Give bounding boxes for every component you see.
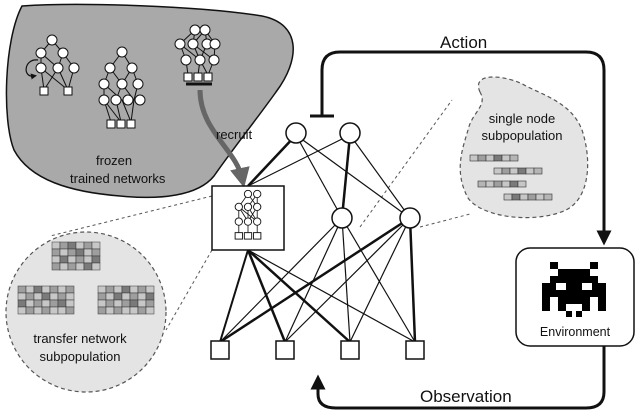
transfer-label-line1: transfer network [33, 331, 127, 346]
output-node [339, 122, 361, 144]
action-loop-line [320, 50, 612, 246]
frozen-label-line1: frozen [96, 153, 132, 168]
observation-label: Observation [420, 387, 512, 406]
transfer-network-subpopulation-region [5, 231, 167, 393]
environment-label: Environment [540, 325, 611, 339]
output-node [285, 122, 307, 144]
frozen-networks-region [5, 3, 294, 199]
single-node-label-line1: single node [489, 111, 556, 126]
input-node [340, 340, 360, 360]
frozen-network-2 [98, 46, 146, 129]
action-label: Action [440, 33, 487, 52]
hidden-node [331, 207, 353, 229]
frozen-label-line2: trained networks [70, 171, 166, 186]
main-network-edges [219, 134, 417, 344]
input-node [405, 340, 425, 360]
recruit-label: recruit [216, 127, 253, 142]
transfer-genomes [17, 241, 155, 315]
hidden-node [399, 207, 421, 229]
single-node-genomes [469, 154, 553, 201]
transfer-label-line2: subpopulation [40, 349, 121, 364]
frozen-network-1 [25, 34, 80, 96]
input-node [210, 340, 230, 360]
space-invader-icon [542, 262, 606, 317]
recruit-arrow [197, 89, 250, 188]
single-node-label-line2: subpopulation [482, 128, 563, 143]
observation-loop-line [310, 344, 606, 410]
input-node [275, 340, 295, 360]
frozen-network-3 [174, 24, 221, 86]
